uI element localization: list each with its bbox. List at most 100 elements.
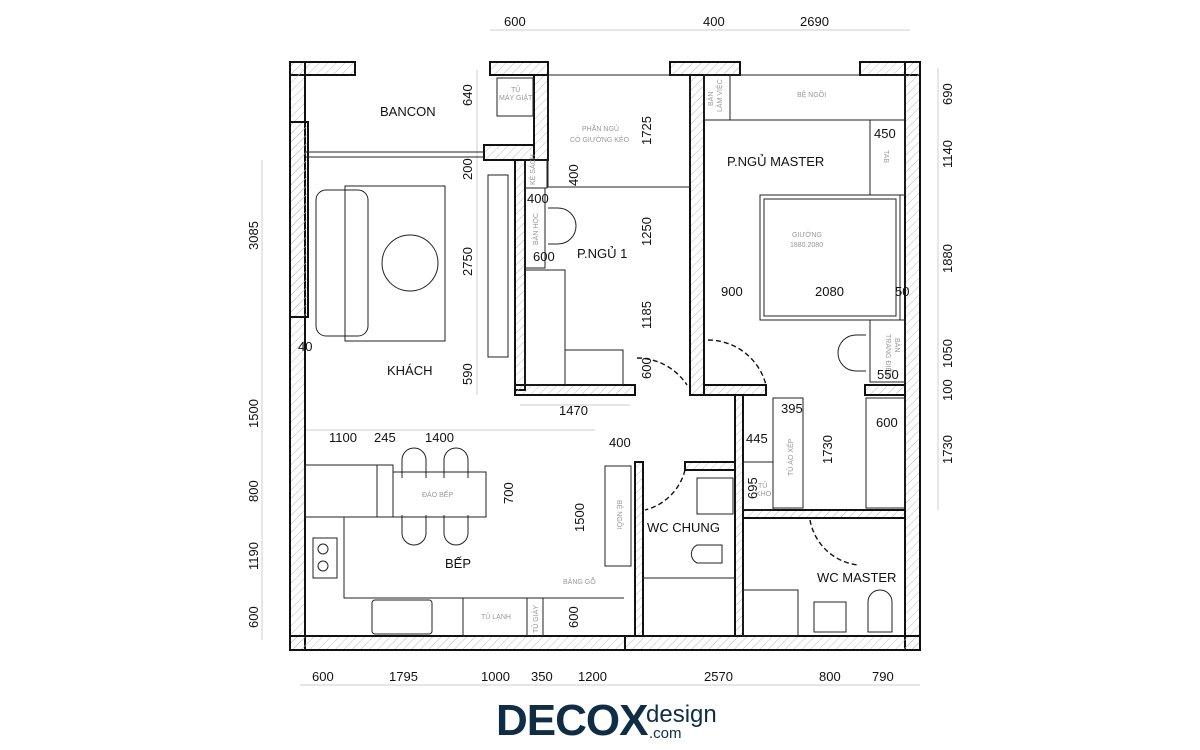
dim-interior: 395 [781,401,803,416]
dim-left: 3085 [246,221,261,250]
wc-sink-icon [696,477,734,515]
dim-interior: 600 [876,415,898,430]
dresser [869,319,906,383]
decox-logo: DECOX design .com [496,696,717,745]
label-wardrobe: TỦ ÁO XẾP [785,438,795,476]
furniture-labels: TỦ MÁY GIẶT PHẦN NGỦ CÓ GIƯỜNG KÉO KỆ SÁ… [422,79,902,633]
room-wc-common: WC CHUNG [647,520,720,535]
label-bookshelf: KỆ SÁCH [528,154,537,185]
dim-interior: 445 [746,431,768,446]
dim-interior: 1725 [639,116,654,145]
dim-interior: 200 [460,158,475,180]
window-seat [703,74,906,121]
dimensions: 600 400 2690 600 1795 1000 350 1200 2570… [246,14,955,684]
storage-cabinet [742,461,774,511]
dim-interior: 600 [533,249,555,264]
wardrobe [772,397,804,509]
dim-interior: 1500 [572,503,587,532]
dim-interior: 550 [877,367,899,382]
dimension-lines [261,29,939,686]
dim-right: 1140 [940,140,955,168]
dim-bottom: 800 [819,669,841,684]
dim-bottom: 1795 [389,669,418,684]
dim-top: 400 [703,14,725,29]
dim-interior: 1250 [639,217,654,246]
dim-left: 1190 [246,542,261,570]
dim-right: 1730 [940,435,955,464]
room-bedroom1: P.NGỦ 1 [577,246,627,261]
dim-interior: 1400 [425,430,454,445]
washer [496,77,534,117]
label-storage: TỦ [758,481,767,490]
master-sink-icon [813,601,847,633]
tv-cabinet [487,174,509,358]
logo-domain: .com [649,725,682,742]
dim-interior: 600 [639,357,654,379]
dim-bottom: 1200 [578,669,607,684]
label-washer: MÁY GIẶT [499,93,533,102]
stove-icon [312,537,338,579]
dim-interior: 590 [460,363,475,385]
dim-top: 2690 [800,14,829,29]
dim-interior: 245 [374,430,396,445]
kitchen-island [392,471,487,518]
dim-left: 800 [246,480,261,502]
label-bed: GIƯỜNG [792,230,822,239]
furniture [304,74,906,637]
dim-right: 690 [940,83,955,105]
dim-interior: 2080 [815,284,844,299]
dim-top: 600 [504,14,526,29]
dim-interior: 640 [460,84,475,106]
dim-bottom: 350 [531,669,553,684]
coffee-table-icon [381,234,439,292]
master-toilet-icon [867,589,893,633]
toilet-icon [690,544,723,564]
dim-interior: 695 [745,477,760,499]
dim-interior: 1730 [820,435,835,464]
label-island: ĐẢO BẾP [422,489,453,499]
room-labels: BANCON P.NGỦ 1 P.NGỦ MASTER KHÁCH BẾP WC… [380,104,896,585]
dim-interior: 2750 [460,247,475,276]
logo-sub: design [646,701,717,728]
room-kitchen: BẾP [445,556,471,571]
dim-interior: 600 [566,606,581,628]
room-wc-master: WC MASTER [817,570,896,585]
dim-interior: 700 [501,482,516,504]
dim-left: 600 [246,606,261,628]
dim-bottom: 600 [312,669,334,684]
dim-interior: 50 [895,284,909,299]
shoe-cabinet [526,597,544,637]
walls [289,61,921,651]
dim-interior: 900 [721,284,743,299]
sofa-icon [315,189,369,337]
dim-right: 1050 [940,339,955,368]
stool-icon [837,334,866,372]
stools-icon [401,447,469,546]
label-storage: KHO [756,491,772,498]
label-fridge: TỦ LẠNH [481,612,511,621]
label-sleep: CÓ GIƯỜNG KÉO [570,135,630,144]
dim-interior: 400 [609,435,631,450]
wardrobe-right [865,397,906,509]
label-dresser: BÀN [893,338,902,352]
dim-bottom: 2570 [704,669,733,684]
label-dresser: TRANG ĐIỂM [884,334,893,378]
dim-bottom: 790 [872,669,894,684]
dim-right: 1880 [940,244,955,273]
room-bancon: BANCON [380,104,436,119]
rug [344,185,446,342]
dim-right: 100 [940,379,955,401]
chair-icon [548,207,577,245]
label-study-desk: BÀN HỌC [531,213,540,245]
label-sleep: PHẦN NGỦ [582,123,619,133]
dim-interior: 1185 [639,301,654,329]
dim-interior: 400 [527,191,549,206]
dim-interior: 400 [566,164,581,186]
dim-bottom: 1000 [481,669,510,684]
bed-icon [759,194,901,321]
label-tab: TAB [882,150,889,163]
sink-icon [371,599,433,635]
study-desk [524,187,546,269]
dim-interior: 1470 [559,403,588,418]
